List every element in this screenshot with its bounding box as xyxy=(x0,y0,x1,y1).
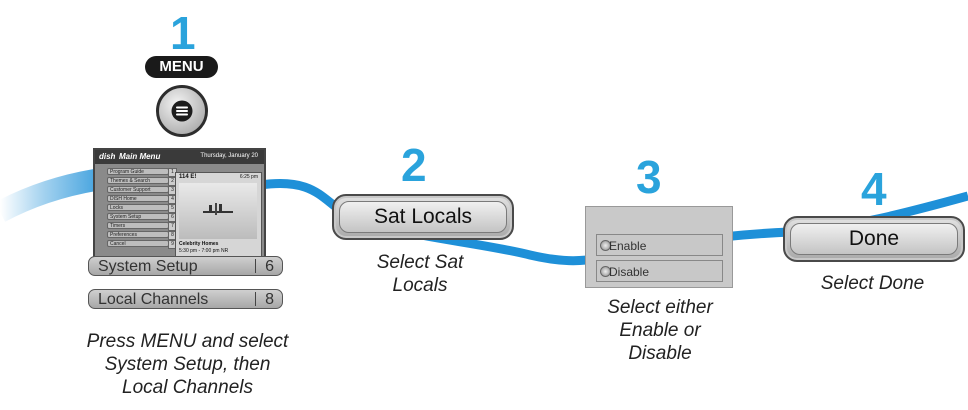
tv-program-time: 5:30 pm - 7:00 pm NR xyxy=(179,248,229,254)
tv-header: dish Main Menu Thursday, January 20 xyxy=(95,150,264,164)
step-1-number: 1 xyxy=(170,7,196,59)
tv-screen: dish Main Menu Thursday, January 20 Prog… xyxy=(93,148,266,258)
step-1-caption: Press MENU and select System Setup, then… xyxy=(86,331,289,398)
enable-disable-panel: Enable Disable xyxy=(585,206,733,288)
step-2-number: 2 xyxy=(401,139,427,191)
menu-button[interactable] xyxy=(156,85,208,137)
system-setup-label: System Setup xyxy=(98,258,198,275)
tv-date: Thursday, January 20 xyxy=(200,153,258,159)
step-3-number: 3 xyxy=(636,151,662,203)
system-setup-number: 6 xyxy=(265,258,274,275)
tv-preview-panel: 114 E! 6:25 pm Celebrity Homes 5:30 pm -… xyxy=(175,172,262,258)
row-divider xyxy=(255,292,256,306)
tv-menu-title: Main Menu xyxy=(119,152,161,161)
disable-radio-icon[interactable] xyxy=(600,266,611,277)
menu-label: MENU xyxy=(159,58,204,75)
disable-label: Disable xyxy=(609,265,650,279)
tv-time: 6:25 pm xyxy=(239,174,258,180)
menu-lines-icon xyxy=(171,100,193,122)
system-setup-row[interactable]: System Setup 6 xyxy=(88,256,283,276)
enable-option[interactable]: Enable xyxy=(596,234,723,256)
local-channels-row[interactable]: Local Channels 8 xyxy=(88,289,283,309)
done-label: Done xyxy=(848,227,900,250)
tv-video-thumbnail xyxy=(179,183,257,239)
menu-label-badge: MENU xyxy=(145,56,218,78)
sat-locals-label: Sat Locals xyxy=(373,205,473,228)
tv-program-title: Celebrity Homes xyxy=(179,241,219,247)
tv-channel: 114 E! xyxy=(179,174,197,180)
done-button[interactable]: Done xyxy=(783,216,965,262)
step-4-caption: Select Done xyxy=(820,273,925,294)
boat-image xyxy=(203,203,233,215)
enable-radio-icon[interactable] xyxy=(600,240,611,251)
enable-label: Enable xyxy=(609,239,647,253)
step-3-caption: Select either Enable or Disable xyxy=(607,297,713,364)
row-divider xyxy=(255,259,256,273)
sat-locals-button[interactable]: Sat Locals xyxy=(332,194,514,240)
step-4-number: 4 xyxy=(861,163,887,215)
step-2-caption: Select Sat Locals xyxy=(376,252,464,296)
local-channels-number: 8 xyxy=(265,291,274,308)
disable-option[interactable]: Disable xyxy=(596,260,723,282)
dish-logo: dish xyxy=(99,152,116,161)
local-channels-label: Local Channels xyxy=(98,291,209,308)
